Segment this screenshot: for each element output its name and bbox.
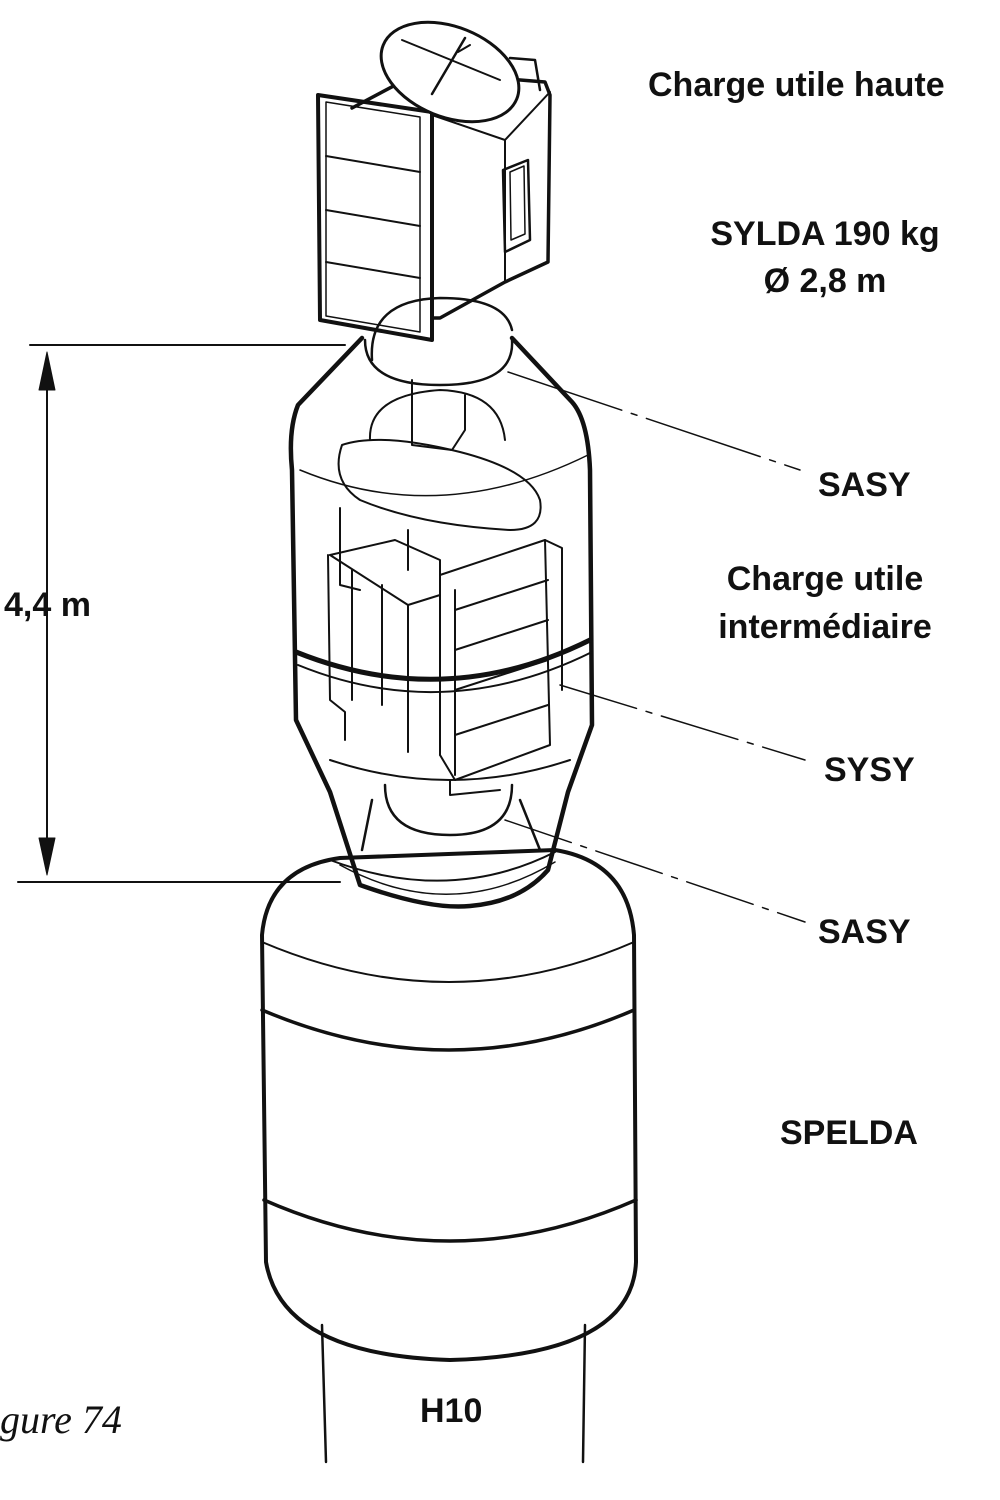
intermediate-payload-satellite [327,379,563,796]
label-intermediate-payload-line1: Charge utile [726,560,924,598]
label-sysy: SYSY [824,751,915,789]
label-sylda-mass: SYLDA 190 kg [710,215,940,253]
leader-sasy-upper [507,371,801,471]
spelda-fairing [260,848,638,1362]
h10-stage [320,1323,587,1464]
leader-sasy-lower [504,819,806,923]
label-upper-payload: Charge utile haute [648,66,945,104]
label-height-dimension: 4,4 m [4,586,91,624]
upper-payload-satellite [316,20,552,342]
dimension-arrow-up [38,351,56,391]
figure-caption: gure 74 [0,1397,122,1442]
label-spelda: SPELDA [780,1114,918,1152]
height-dimension [17,344,346,883]
dimension-arrow-down [38,837,56,876]
label-sasy-lower: SASY [818,913,911,951]
label-sasy-upper: SASY [818,466,911,504]
leader-sysy [559,684,806,761]
label-h10: H10 [420,1392,483,1430]
sasy-lower-adapter [360,783,542,852]
label-sylda-diameter: Ø 2,8 m [763,262,887,300]
sasy-upper-adapter [363,296,514,387]
label-intermediate-payload-line2: intermédiaire [718,608,932,646]
